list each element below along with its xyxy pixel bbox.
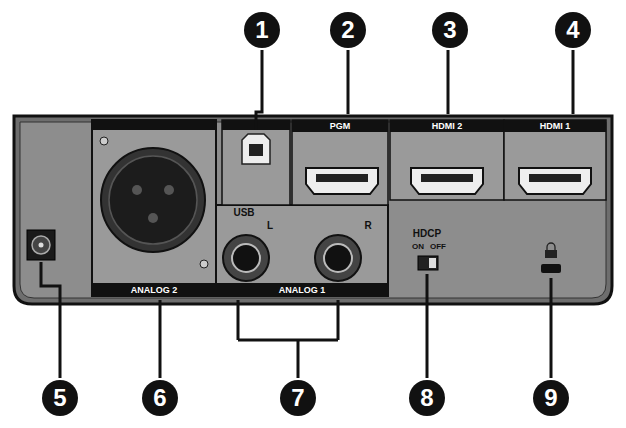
usb-port: [242, 134, 270, 164]
lock-icon: [547, 243, 555, 251]
jack-right: [315, 235, 361, 281]
callout-number: 4: [555, 12, 591, 48]
section-band: [390, 120, 504, 132]
usb-port: [249, 144, 263, 156]
section-band: [292, 120, 388, 132]
section-band: [216, 283, 388, 296]
callout-number: 1: [244, 12, 280, 48]
switch-position: ON: [412, 243, 424, 251]
hdmi-port: [306, 168, 591, 194]
pgm-section: [292, 120, 388, 205]
xlr-jack: [101, 148, 205, 252]
xlr-pin: [132, 185, 142, 195]
hdmi1-section: [504, 120, 606, 200]
section-label: ANALOG 2: [131, 286, 178, 295]
dc-jack: [39, 243, 44, 248]
port-label: HDMI 1: [540, 122, 571, 131]
callout-number: 8: [409, 380, 445, 416]
callout-number: 3: [432, 12, 468, 48]
hdcp-switch: [418, 256, 438, 270]
port-label: USB: [233, 208, 254, 218]
jack-right: [324, 244, 352, 272]
xlr-jack: [109, 156, 197, 244]
xlr-pin: [164, 185, 174, 195]
dc-jack: [27, 230, 55, 260]
analog1-section: [216, 205, 388, 296]
channel-label: R: [364, 221, 371, 231]
usb-section: [222, 120, 290, 205]
screw: [100, 137, 108, 145]
channel-label: L: [267, 221, 273, 231]
hdmi-pins: [316, 174, 581, 182]
jack-left: [223, 235, 269, 281]
callout-number: 7: [280, 380, 316, 416]
hdmi2-section: [390, 120, 504, 200]
hdcp-switch: [429, 258, 436, 268]
callout-number: 2: [330, 12, 366, 48]
port-label: PGM: [330, 122, 351, 131]
screw: [200, 260, 208, 268]
leader-line: [41, 50, 573, 378]
analog2-section: [92, 120, 216, 296]
callout-number: 9: [533, 380, 569, 416]
lock-slot: [541, 264, 561, 273]
section-label: ANALOG 1: [279, 286, 326, 295]
dc-jack: [32, 236, 50, 254]
callout-number: 5: [42, 380, 78, 416]
housing: [14, 116, 612, 304]
switch-label: HDCP: [413, 229, 441, 239]
switch-position: OFF: [430, 243, 446, 251]
lock-icon: [545, 250, 557, 258]
port-label: HDMI 2: [432, 122, 463, 131]
jack-left: [232, 244, 260, 272]
section-band: [92, 120, 216, 130]
xlr-pin: [148, 213, 158, 223]
section-band: [92, 283, 216, 296]
section-band: [504, 120, 606, 132]
callout-number: 6: [142, 380, 178, 416]
